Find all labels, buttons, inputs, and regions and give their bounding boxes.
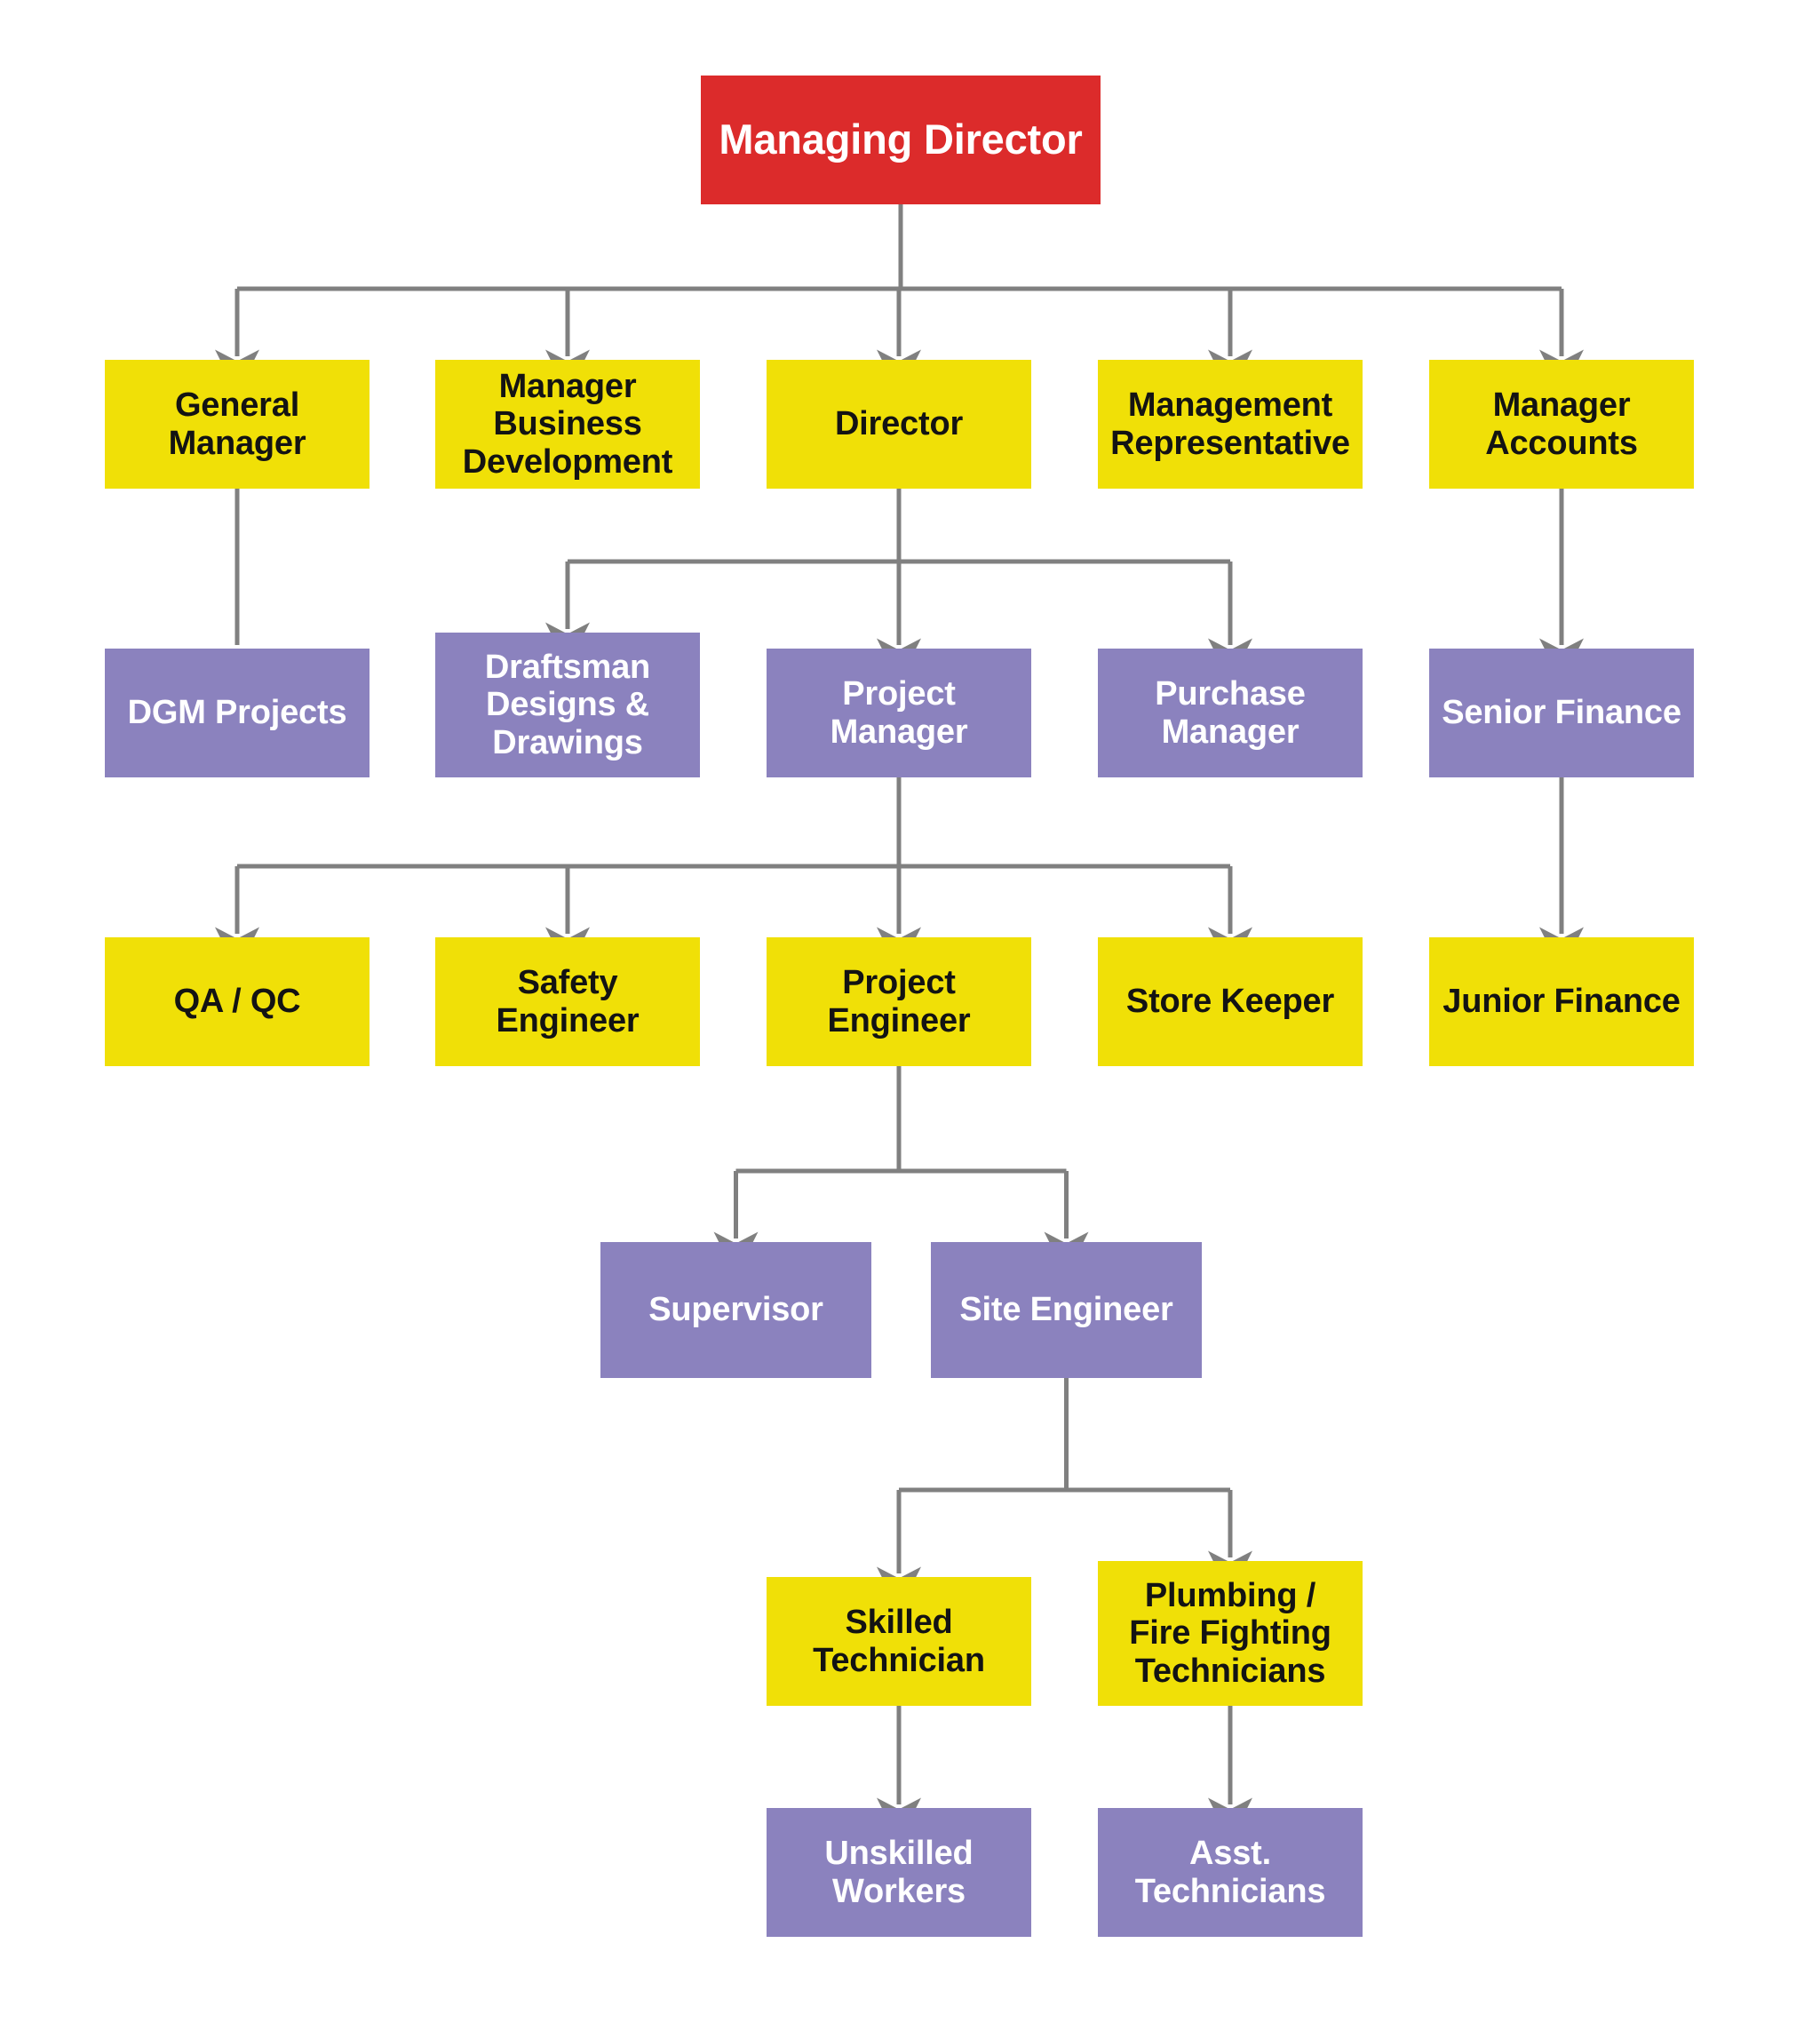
org-node-label: Project Engineer [827,963,971,1039]
org-node-md[interactable]: Managing Director [701,76,1101,204]
org-node-asst[interactable]: Asst. Technicians [1098,1808,1363,1937]
org-node-label: Store Keeper [1125,983,1335,1021]
org-node-store[interactable]: Store Keeper [1098,937,1363,1066]
org-node-label: Project Manager [830,674,968,751]
org-node-safety[interactable]: Safety Engineer [435,937,700,1066]
org-node-jfin[interactable]: Junior Finance [1429,937,1694,1066]
org-node-pm[interactable]: Project Manager [767,649,1031,777]
org-node-label: Supervisor [648,1291,823,1329]
org-node-label: Asst. Technicians [1134,1834,1326,1910]
org-node-sup[interactable]: Supervisor [600,1242,871,1378]
org-node-label: Managing Director [719,115,1083,163]
org-node-label: QA / QC [173,983,301,1021]
org-node-label: Safety Engineer [496,963,640,1039]
org-node-label: Senior Finance [1442,694,1681,732]
org-node-dgm[interactable]: DGM Projects [105,649,370,777]
org-node-qa[interactable]: QA / QC [105,937,370,1066]
org-node-peng[interactable]: Project Engineer [767,937,1031,1066]
org-node-sfin[interactable]: Senior Finance [1429,649,1694,777]
org-node-seng[interactable]: Site Engineer [931,1242,1202,1378]
org-node-label: Director [834,405,964,443]
org-node-label: DGM Projects [127,694,347,732]
org-node-dir[interactable]: Director [767,360,1031,489]
org-node-label: Junior Finance [1442,983,1681,1021]
org-node-label: Site Engineer [959,1291,1173,1329]
